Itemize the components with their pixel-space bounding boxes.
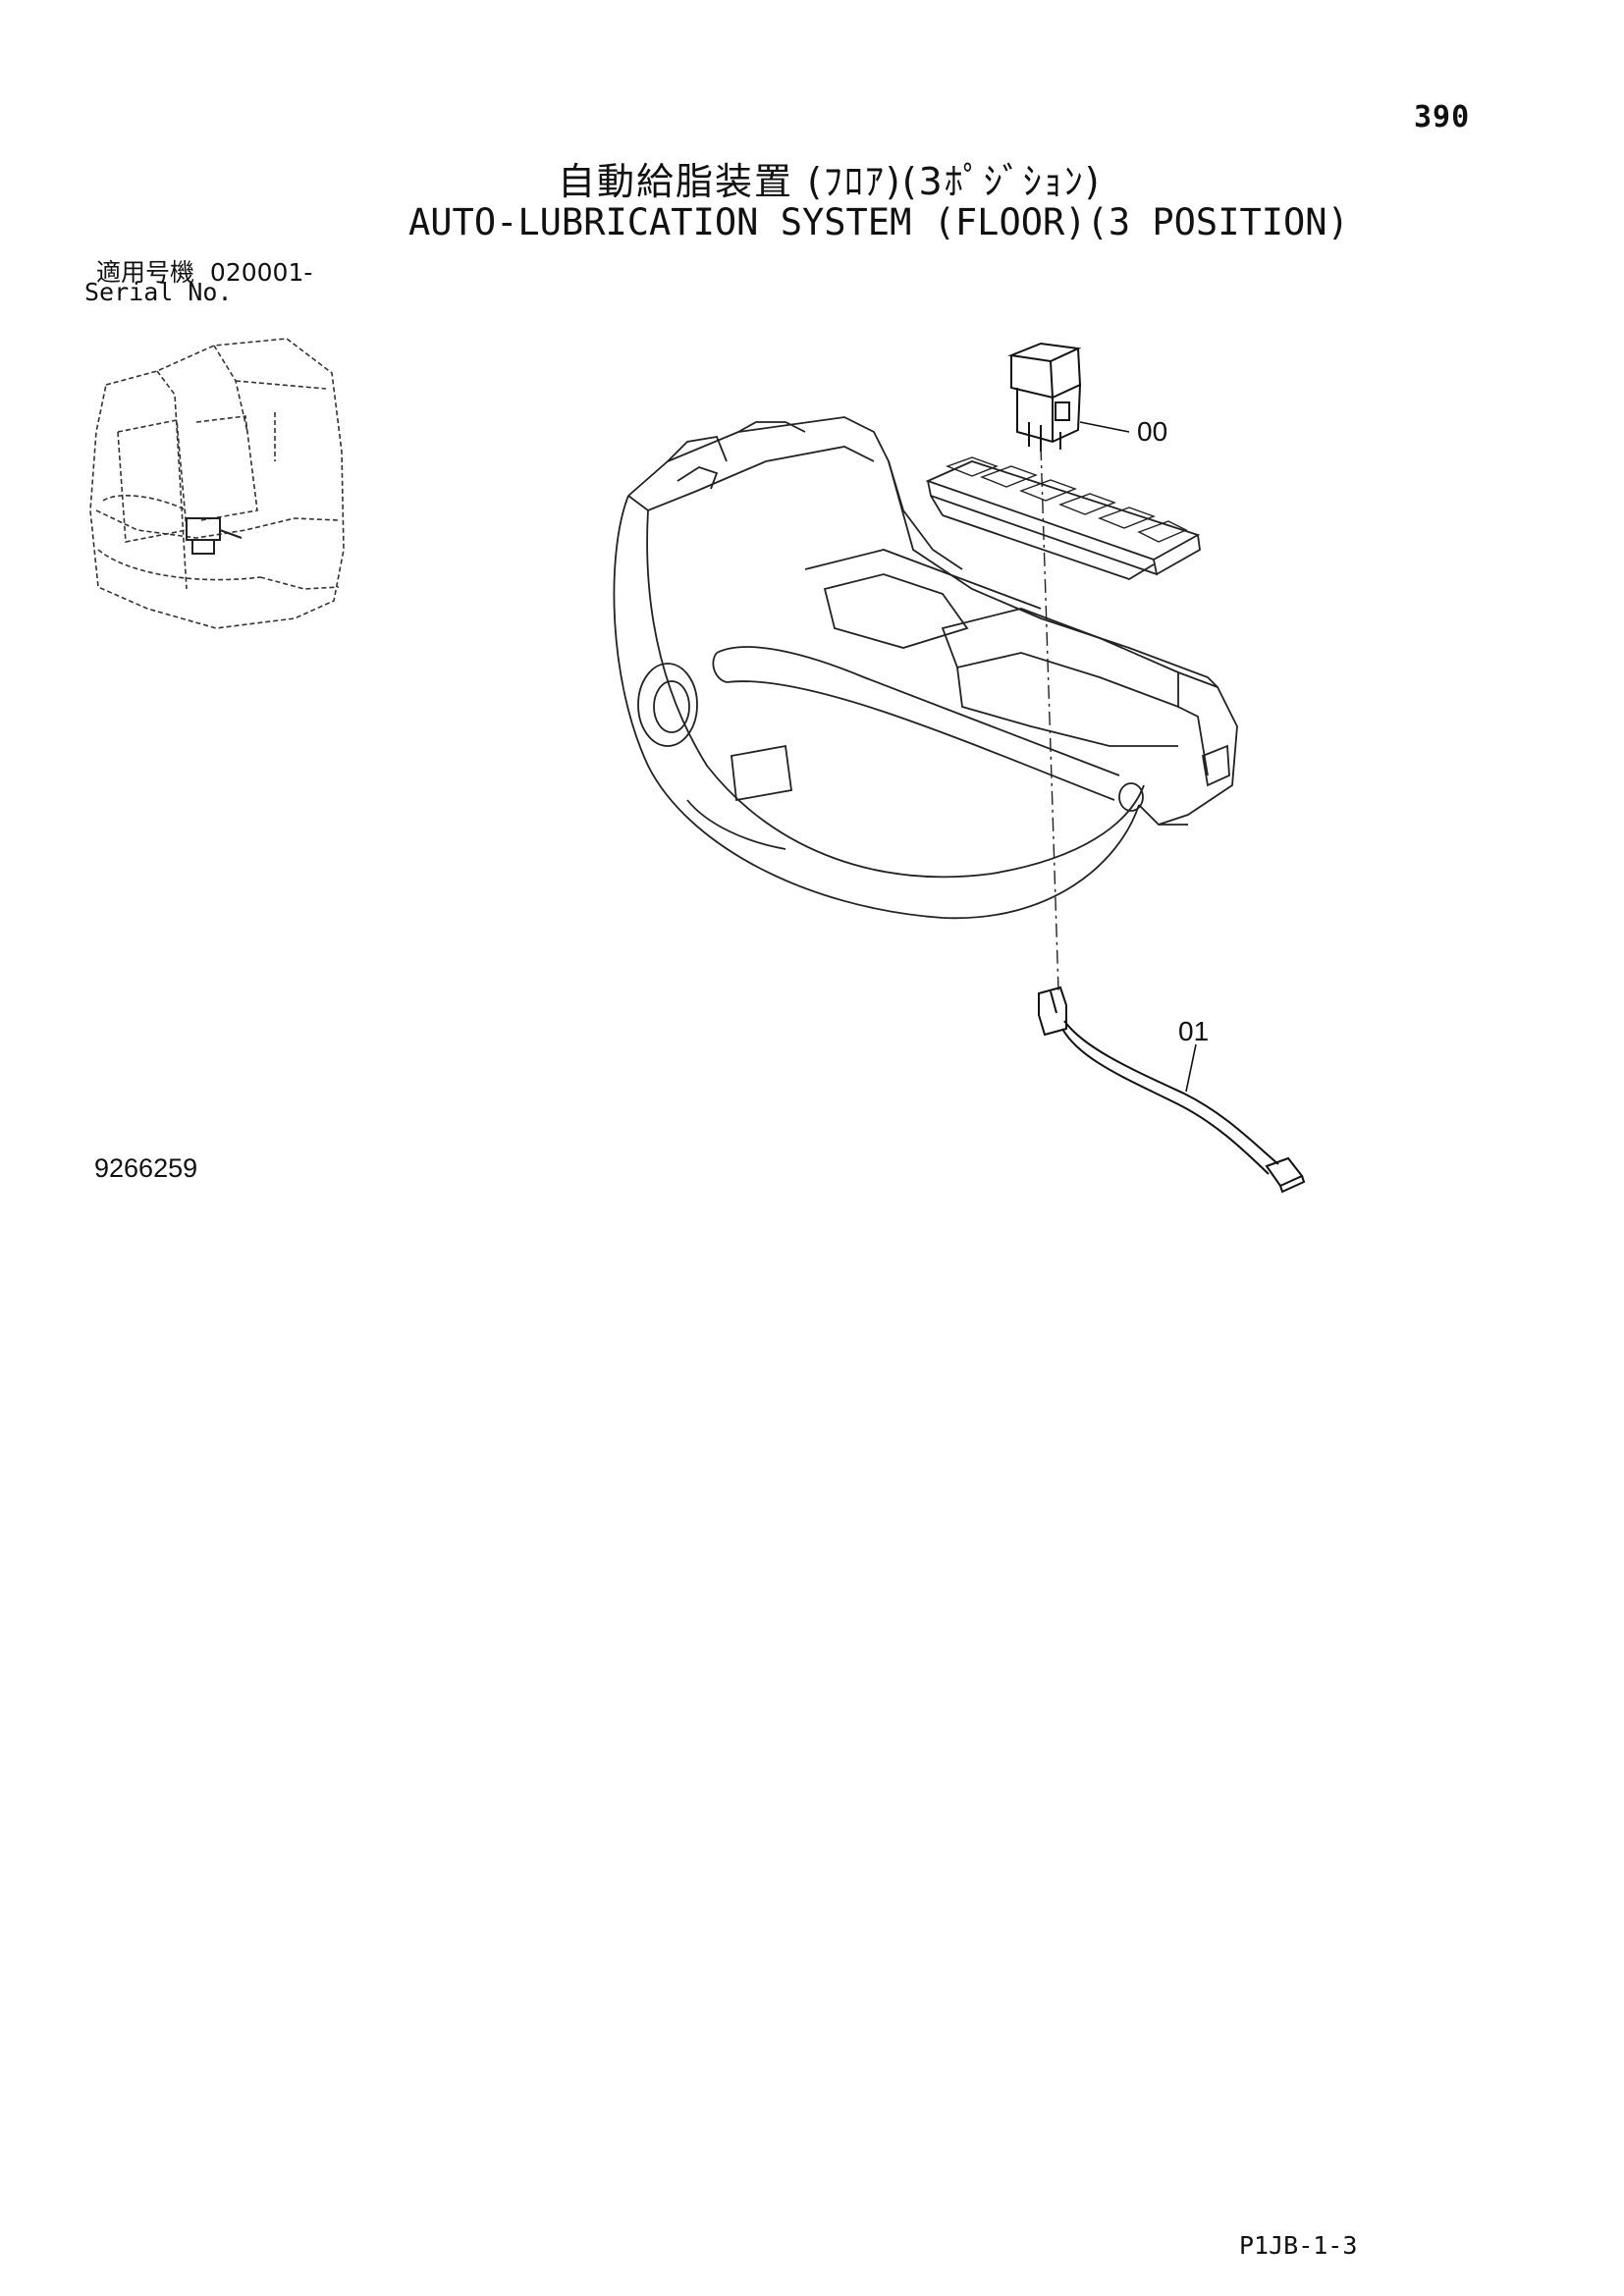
switch-panel-illustration	[925, 456, 1201, 580]
page-title-english: AUTO-LUBRICATION SYSTEM (FLOOR)(3 POSITI…	[408, 201, 1349, 243]
serial-label-english: Serial No.	[84, 278, 233, 306]
cab-overview-illustration	[89, 338, 345, 629]
cab-console-marker	[186, 517, 243, 555]
diagram-number: 9266259	[94, 1153, 198, 1183]
page-code: P1JB-1-3	[1239, 2231, 1358, 2260]
assembly-axis-line	[1040, 446, 1059, 992]
callout-01-leader	[1185, 1043, 1197, 1093]
console-illustration	[613, 416, 1238, 920]
serial-value: 020001-	[209, 258, 313, 287]
serial-label-japanese: 適用号機	[96, 258, 195, 287]
callout-00-leader	[1079, 421, 1130, 433]
page-title-japanese: 自動給脂装置 (ﾌﾛｱ)(3ﾎﾟｼﾞｼｮﾝ)	[558, 160, 1102, 203]
switch-part-illustration	[1007, 342, 1082, 452]
page-number: 390	[1414, 100, 1471, 134]
callout-01: 01	[1178, 1016, 1210, 1046]
callout-00: 00	[1137, 416, 1168, 447]
harness-part-illustration	[1038, 986, 1306, 1194]
serial-line: 適用号機 020001-	[96, 253, 312, 289]
